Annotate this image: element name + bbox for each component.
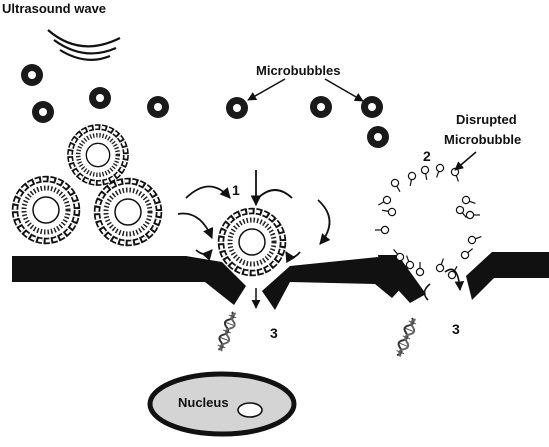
- label-ultrasound: Ultrasound wave: [2, 1, 106, 16]
- label-microbubble: Microbubble: [444, 132, 521, 147]
- microbubble-icon: [367, 126, 389, 148]
- cell-membrane-left: [12, 256, 246, 305]
- microbubbles-pointers: [248, 79, 363, 101]
- microbubble-icon: [89, 87, 111, 109]
- step2-number: 2: [423, 148, 431, 164]
- large-microbubbles: [15, 127, 283, 273]
- label-nucleus: Nucleus: [178, 395, 229, 410]
- large-microbubble-icon: [15, 179, 77, 241]
- microbubble-icon: [147, 96, 169, 118]
- ultrasound-wave-icon: [48, 30, 120, 60]
- large-microbubble-icon: [70, 127, 126, 183]
- step3-number-left: 3: [270, 325, 278, 341]
- disrupted-pointer: [455, 152, 476, 170]
- microbubble-icon: [32, 101, 54, 123]
- microbubble-icon: [21, 64, 43, 86]
- cell-membrane-far-right: [466, 252, 549, 300]
- large-microbubble-icon: [221, 211, 283, 273]
- microbubble-icon: [361, 96, 383, 118]
- step1-number: 1: [232, 182, 240, 198]
- label-disrupted: Disrupted: [456, 112, 517, 127]
- microbubble-icon: [226, 97, 248, 119]
- large-microbubble-icon: [97, 181, 159, 243]
- dna-helix-icon: [216, 311, 419, 358]
- label-microbubbles: Microbubbles: [256, 63, 341, 78]
- microbubble-icon: [310, 96, 332, 118]
- step3-number-right: 3: [452, 321, 460, 337]
